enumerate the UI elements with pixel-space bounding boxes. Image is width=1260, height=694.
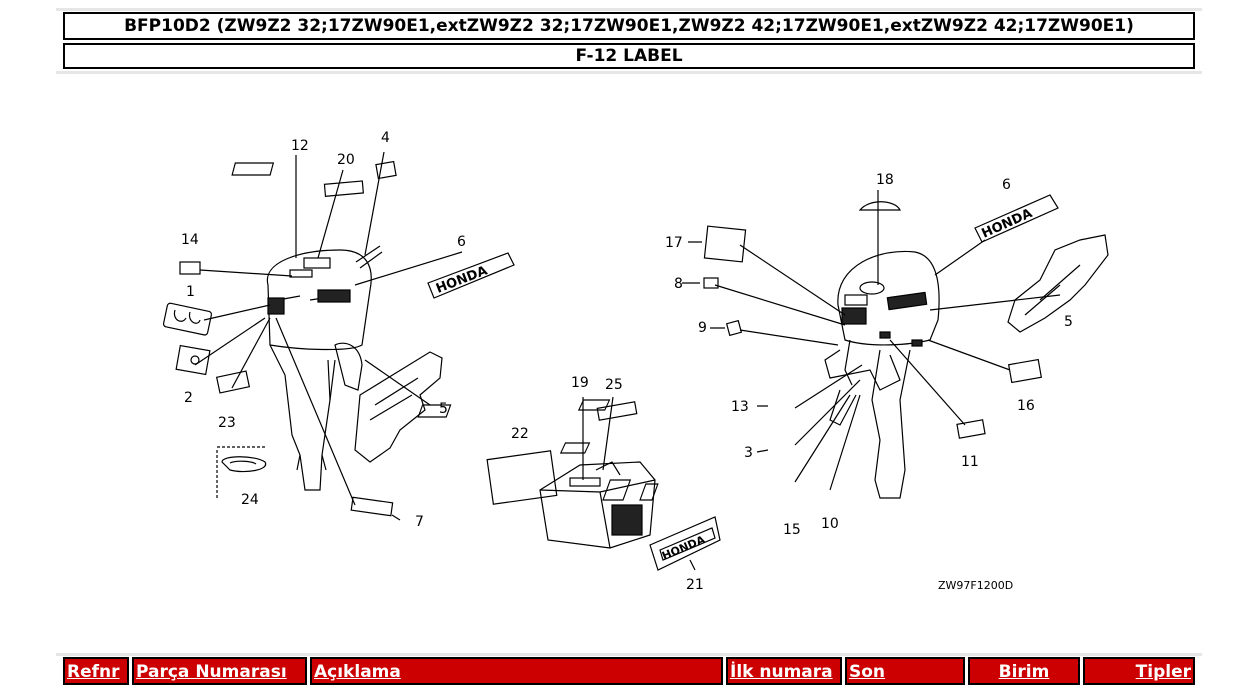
callout-6-right: 6 xyxy=(1002,177,1011,193)
callout-21: 21 xyxy=(686,577,704,593)
callout-4: 4 xyxy=(381,130,390,146)
column-header-unit[interactable]: Birim xyxy=(968,657,1080,685)
callout-5-left: 5 xyxy=(439,401,448,417)
description-sort-link[interactable]: Açıklama xyxy=(314,662,401,682)
label-1 xyxy=(162,302,213,336)
last-sort-link[interactable]: Son xyxy=(849,662,886,682)
callout-10: 10 xyxy=(821,516,839,532)
label-11 xyxy=(956,419,986,439)
callout-16: 16 xyxy=(1017,398,1035,414)
label-14 xyxy=(179,261,201,275)
label-3 xyxy=(559,442,591,454)
label-19 xyxy=(417,404,452,418)
label-16 xyxy=(1007,358,1043,384)
column-header-first-number[interactable]: İlk numara xyxy=(726,657,842,685)
fuel-tank xyxy=(539,461,656,549)
label-17 xyxy=(703,225,747,263)
callout-5-right: 5 xyxy=(1064,314,1073,330)
section-title: F-12 LABEL xyxy=(63,43,1195,69)
callout-8: 8 xyxy=(674,276,683,292)
label-22 xyxy=(486,450,558,505)
label-12 xyxy=(231,162,275,176)
left-outboard-engine xyxy=(266,245,383,491)
brand-text-right: HONDA xyxy=(980,206,1035,242)
label-5-left xyxy=(354,351,443,463)
callout-24: 24 xyxy=(241,492,259,508)
brand-text-left: HONDA xyxy=(434,263,489,296)
callout-14: 14 xyxy=(181,232,199,248)
callout-12: 12 xyxy=(291,138,309,154)
label-21 xyxy=(649,516,721,571)
label-23 xyxy=(215,370,251,394)
label-13 xyxy=(577,399,611,411)
callout-2: 2 xyxy=(184,390,193,406)
callout-23: 23 xyxy=(218,415,236,431)
callout-15: 15 xyxy=(783,522,801,538)
label-8 xyxy=(703,277,719,289)
callout-22: 22 xyxy=(511,426,529,442)
label-15 xyxy=(602,479,632,501)
refnr-sort-link[interactable]: Refnr xyxy=(67,662,120,682)
drawing-code: ZW97F1200D xyxy=(938,579,1013,592)
model-title: BFP10D2 (ZW9Z2 32;17ZW90E1,extZW9Z2 32;1… xyxy=(63,12,1195,40)
label-20 xyxy=(323,180,364,197)
label-2 xyxy=(175,344,211,376)
callout-6-left: 6 xyxy=(457,234,466,250)
column-header-part-number[interactable]: Parça Numarası xyxy=(132,657,307,685)
label-25 xyxy=(596,401,638,421)
column-header-types[interactable]: Tipler xyxy=(1083,657,1195,685)
label-18 xyxy=(858,201,901,211)
label-10 xyxy=(639,483,659,501)
callout-3: 3 xyxy=(744,445,753,461)
callout-19: 19 xyxy=(571,375,589,391)
column-header-description[interactable]: Açıklama xyxy=(310,657,723,685)
column-header-last[interactable]: Son xyxy=(845,657,965,685)
unit-sort-link[interactable]: Birim xyxy=(998,662,1050,682)
types-sort-link[interactable]: Tipler xyxy=(1135,662,1191,682)
column-header-refnr[interactable]: Refnr xyxy=(63,657,129,685)
callout-13: 13 xyxy=(731,399,749,415)
callout-25: 25 xyxy=(605,377,623,393)
callout-1: 1 xyxy=(186,284,195,300)
label-6-right xyxy=(974,194,1059,243)
part-number-sort-link[interactable]: Parça Numarası xyxy=(136,662,287,682)
callout-18: 18 xyxy=(876,172,894,188)
callout-17: 17 xyxy=(665,235,683,251)
callout-11: 11 xyxy=(961,454,979,470)
callout-20: 20 xyxy=(337,152,355,168)
label-6-left xyxy=(427,252,515,299)
first-number-sort-link[interactable]: İlk numara xyxy=(730,662,833,682)
callout-7: 7 xyxy=(415,514,424,530)
label-5-right xyxy=(1007,234,1109,333)
label-9 xyxy=(725,319,743,337)
label-24 xyxy=(216,446,267,500)
label-4 xyxy=(375,160,397,180)
callout-9: 9 xyxy=(698,320,707,336)
right-outboard-engine xyxy=(824,250,940,499)
parts-diagram: HONDA HONDA HONDA 1 2 3 4 5 5 6 6 7 8 9 … xyxy=(162,130,1109,593)
label-7 xyxy=(350,496,394,517)
